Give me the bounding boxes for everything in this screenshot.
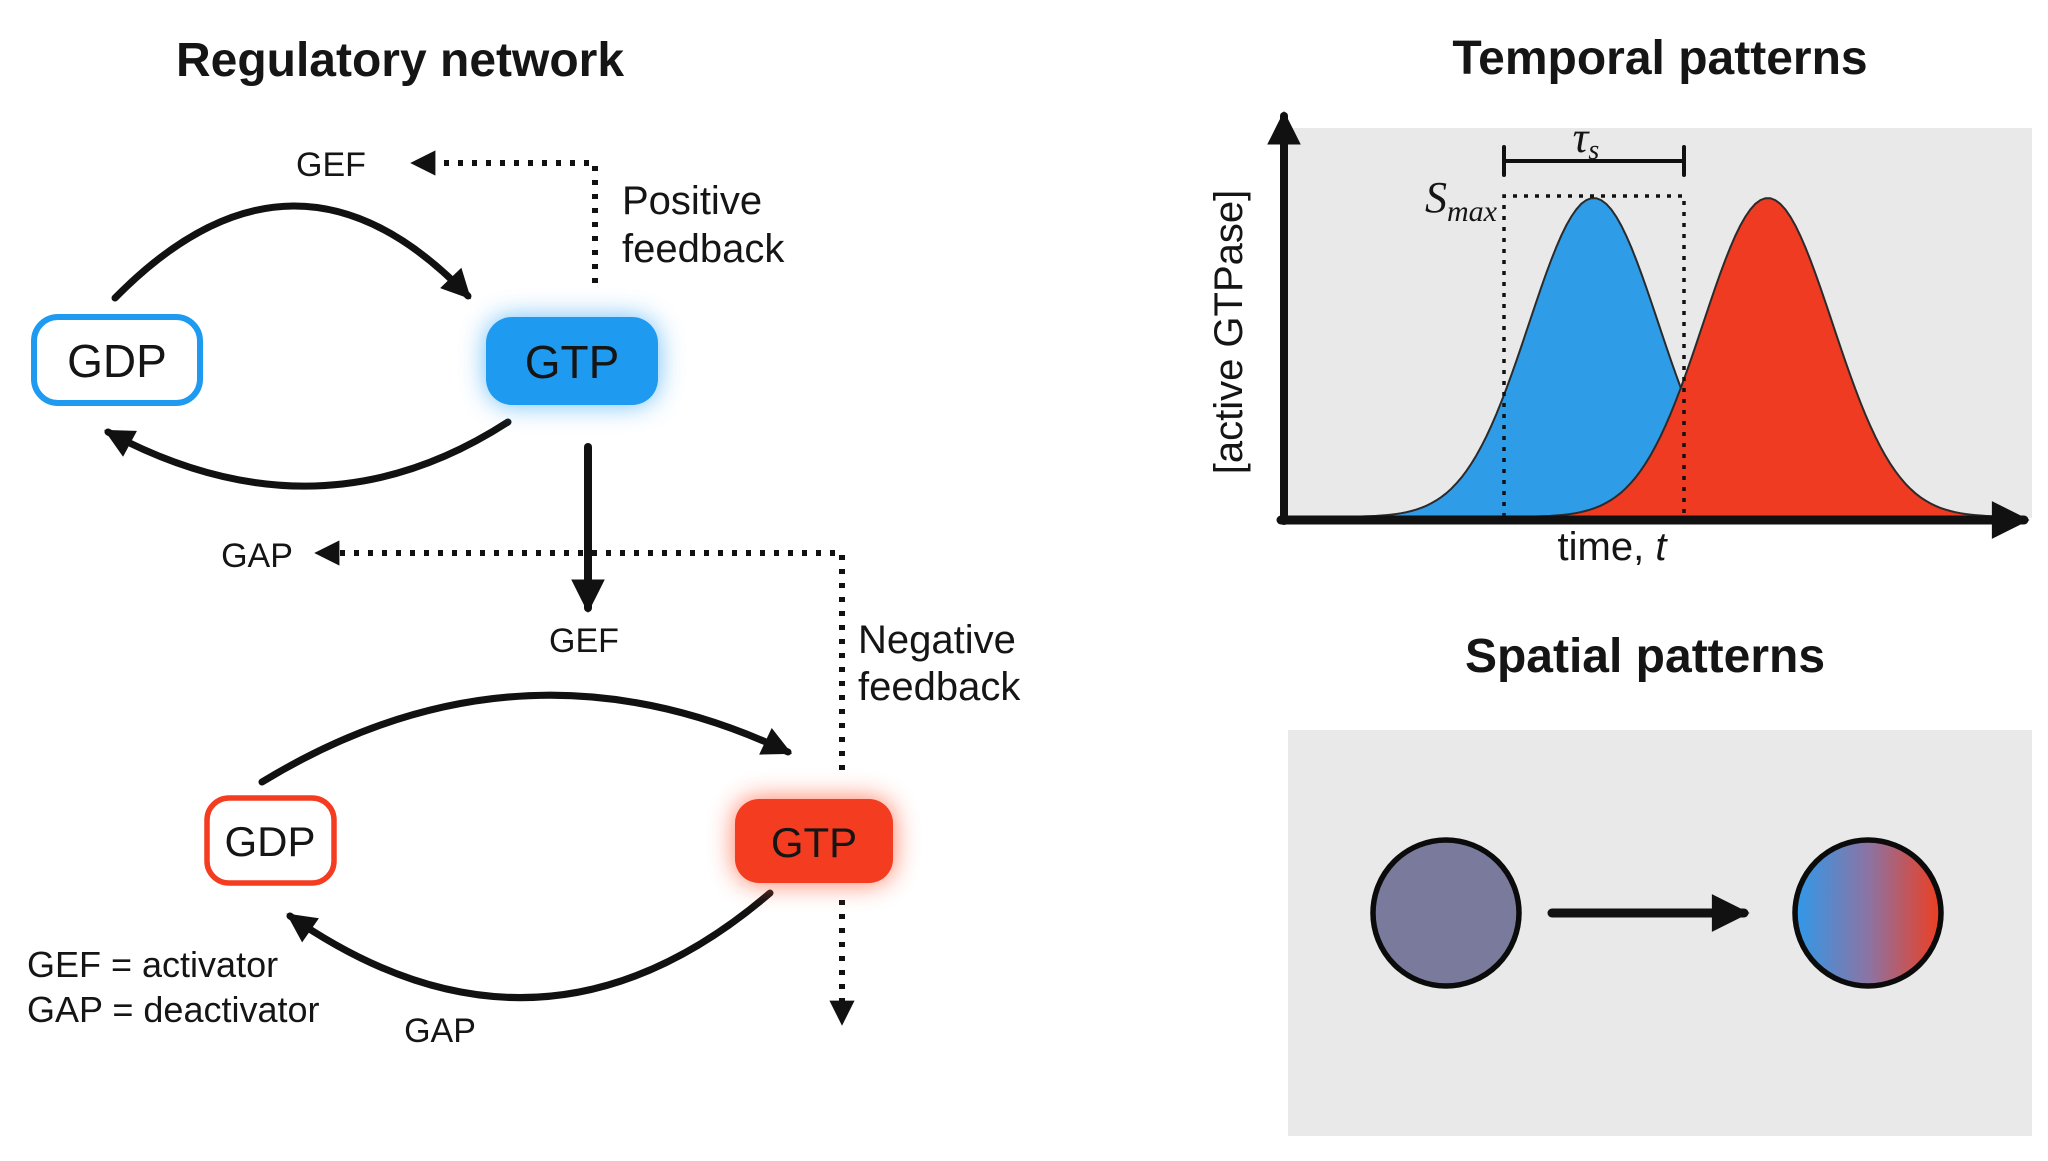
gef-activation-arc-top xyxy=(111,202,472,302)
gef-label-bottom: GEF xyxy=(549,622,619,660)
gdp-box-blue-label: GDP xyxy=(67,335,167,387)
cell-unpolarized-circle xyxy=(1370,837,1522,989)
negative-feedback-arrow xyxy=(314,540,845,770)
negative-feedback-label-line2: feedback xyxy=(858,665,1021,709)
gdp-box-red xyxy=(204,795,337,886)
gdp-node-red: GDP xyxy=(204,795,337,886)
regulatory-network-panel: Regulatory network Positive feedback GEF… xyxy=(27,34,1021,1050)
gap-label-bottom: GAP xyxy=(404,1012,476,1050)
gtp-box-red xyxy=(735,799,893,883)
cell-polarized-circle xyxy=(1792,837,1944,989)
regulatory-panel-title: Regulatory network xyxy=(176,34,624,87)
gef-label-top: GEF xyxy=(296,146,366,184)
legend-gap-definition: GAP = deactivator xyxy=(27,989,320,1030)
gef-activation-arc-bottom xyxy=(258,691,792,786)
spatial-patterns-panel: Spatial patterns xyxy=(1288,630,2032,1136)
red-gtpase-pulse-curve xyxy=(1514,197,2021,518)
positive-feedback-label-line2: feedback xyxy=(622,227,785,271)
smax-annotation: Smax xyxy=(1425,173,1498,228)
temporal-patterns-panel: Temporal patterns τs Smax [active GTPase… xyxy=(1207,32,2032,569)
gtp-box-blue xyxy=(486,317,658,405)
gtp-node-blue: GTP xyxy=(486,317,658,405)
negative-feedback-label-line1: Negative xyxy=(858,618,1016,662)
positive-feedback-arrow xyxy=(410,150,598,283)
gap-label-top: GAP xyxy=(221,537,293,575)
temporal-y-axis-label: [active GTPase] xyxy=(1207,190,1251,475)
spatial-panel-title: Spatial patterns xyxy=(1465,630,1825,683)
gtp-node-red: GTP xyxy=(735,799,893,883)
gtp-box-red-label: GTP xyxy=(771,819,857,866)
smax-taus-dotted-box xyxy=(1502,194,1686,517)
gap-deactivation-arc-top xyxy=(104,418,512,490)
temporal-panel-title: Temporal patterns xyxy=(1452,32,1867,85)
legend-gef-definition: GEF = activator xyxy=(27,944,278,985)
gdp-node-blue: GDP xyxy=(31,314,203,406)
gap-deactivation-arc-bottom xyxy=(286,889,774,1002)
gdp-box-blue xyxy=(31,314,203,406)
taus-duration-bracket xyxy=(1502,145,1686,177)
gdp-box-red-label: GDP xyxy=(224,818,315,865)
positive-feedback-label-line1: Positive xyxy=(622,179,762,223)
gtp-box-blue-label: GTP xyxy=(525,336,620,388)
taus-annotation: τs xyxy=(1573,113,1600,166)
temporal-x-axis-label: time, t xyxy=(1558,525,1669,569)
